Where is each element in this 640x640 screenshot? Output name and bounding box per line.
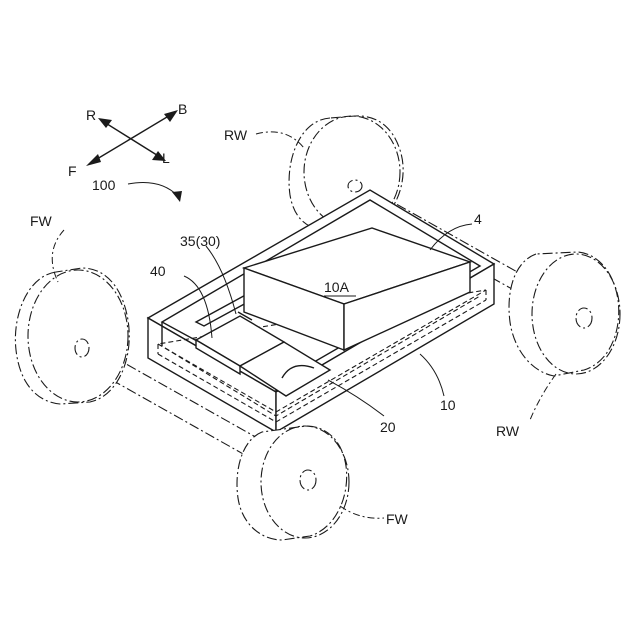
label-left: L: [162, 150, 170, 166]
arrow-front-icon: [86, 154, 101, 166]
orientation-indicator: R B F L: [68, 101, 187, 179]
label-module: 35(30): [180, 233, 220, 249]
front-wheel-right: [237, 426, 349, 540]
label-front-wheel-left: FW: [30, 213, 53, 229]
label-back: B: [178, 101, 187, 117]
label-component-20: 20: [380, 419, 396, 435]
rear-wheel-right: [509, 252, 620, 376]
arrow-vehicle-icon: [172, 191, 182, 202]
label-component-40: 40: [150, 263, 166, 279]
label-region-10A: 10A: [324, 279, 350, 295]
vehicle-callout: 100: [92, 177, 182, 202]
label-frame-10: 10: [440, 397, 456, 413]
label-vehicle: 100: [92, 177, 116, 193]
label-front: F: [68, 163, 77, 179]
label-rear: R: [86, 107, 96, 123]
label-rear-wheel-left: RW: [224, 127, 248, 143]
arrow-back-icon: [164, 110, 178, 122]
label-component-4: 4: [474, 211, 482, 227]
label-rear-wheel-right: RW: [496, 423, 520, 439]
label-front-wheel-right: FW: [386, 511, 409, 527]
front-wheel-left: [15, 268, 129, 404]
